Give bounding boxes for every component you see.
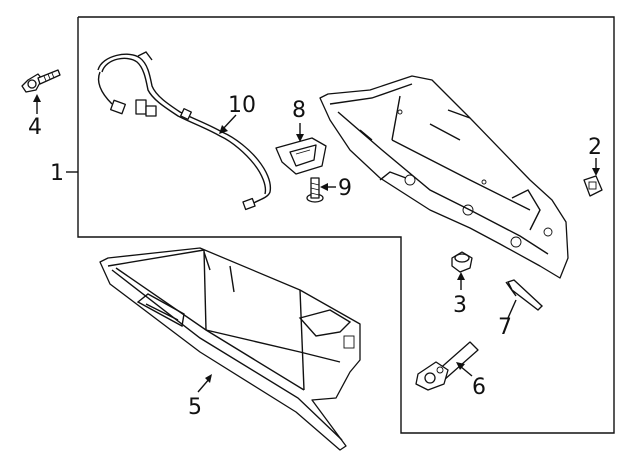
callout-10: 10 bbox=[228, 93, 256, 118]
callout-3: 3 bbox=[453, 293, 467, 318]
callout-9-arrowhead bbox=[320, 183, 328, 191]
callout-8: 8 bbox=[292, 98, 306, 123]
callout-6-arrowhead bbox=[456, 362, 465, 370]
bolt-part-4 bbox=[21, 69, 61, 93]
glove-box-door-part-5 bbox=[99, 247, 361, 451]
callout-2-arrowhead bbox=[592, 168, 600, 176]
callout-6: 6 bbox=[472, 375, 486, 400]
damper-part-6 bbox=[415, 341, 479, 391]
callout-8-arrowhead bbox=[296, 134, 304, 142]
bumper-part-3 bbox=[451, 251, 473, 273]
callout-4: 4 bbox=[28, 115, 42, 140]
callout-10-arrowhead bbox=[219, 125, 228, 134]
callout-5-arrowhead bbox=[205, 374, 212, 383]
callout-7-leader bbox=[507, 299, 517, 319]
screw-part-9 bbox=[306, 177, 324, 203]
callout-5: 5 bbox=[188, 395, 202, 420]
assembly-outline bbox=[77, 16, 615, 434]
wiring-harness-part-10 bbox=[97, 51, 272, 211]
callout-1: 1 bbox=[50, 161, 64, 186]
callout-7: 7 bbox=[498, 315, 512, 340]
bracket-part-8 bbox=[275, 137, 327, 175]
callout-6-arrow bbox=[459, 365, 473, 377]
clip-part-2 bbox=[583, 175, 603, 197]
callout-3-arrowhead bbox=[457, 272, 465, 280]
glove-box-housing bbox=[319, 75, 569, 279]
callout-2: 2 bbox=[588, 135, 602, 160]
callout-9: 9 bbox=[338, 176, 352, 201]
pin-part-7 bbox=[505, 279, 544, 311]
callout-4-arrowhead bbox=[33, 94, 41, 102]
